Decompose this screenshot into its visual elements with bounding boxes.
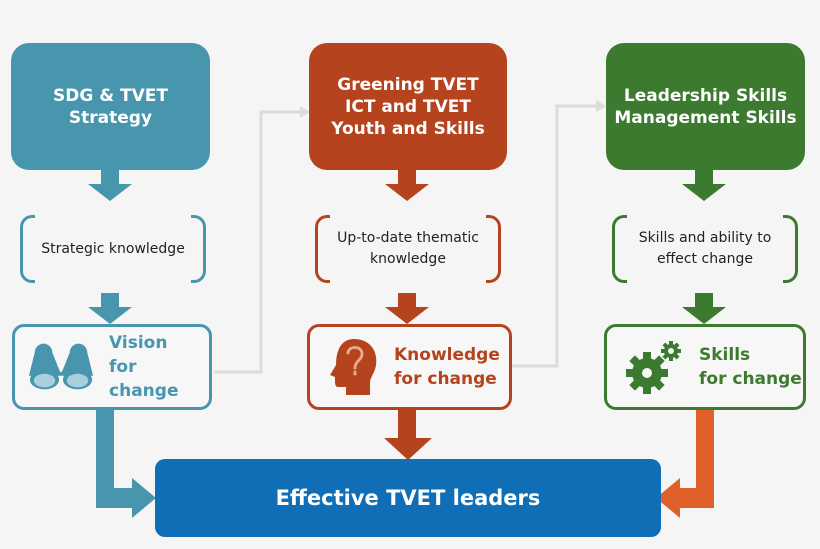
top-box-line: SDG & TVET	[53, 85, 168, 106]
bracket-text: Skills and ability to	[638, 230, 772, 246]
bracket-thematic-knowledge: Up-to-date thematic knowledge	[315, 215, 501, 283]
bracket-text: Up-to-date thematic	[337, 230, 479, 246]
connector-vision-to-thematic	[214, 110, 302, 374]
down-arrow-icon	[385, 293, 429, 324]
top-box-line: Greening TVET	[337, 74, 479, 95]
top-box-line: Youth and Skills	[331, 118, 485, 139]
bracket-text: effect change	[656, 251, 754, 267]
outcome-line: Knowledge	[394, 345, 500, 365]
outcome-line: for change	[109, 357, 179, 401]
elbow-arrow-icon	[96, 410, 156, 518]
binoculars-icon	[28, 343, 94, 390]
left-bracket	[20, 215, 35, 283]
top-box-leadership: Leadership Skills Management Skills	[606, 43, 805, 170]
outcome-label: Vision for change	[109, 331, 209, 403]
outcome-line: Skills	[699, 345, 751, 365]
outcome-box-knowledge: Knowledge for change	[307, 324, 512, 410]
left-bracket	[315, 215, 330, 283]
top-box-line: Strategy	[68, 107, 153, 128]
outcome-label: Skills for change	[699, 343, 802, 391]
top-box-thematic: Greening TVET ICT and TVET Youth and Ski…	[309, 43, 507, 170]
head-question-icon	[330, 339, 377, 395]
right-bracket	[783, 215, 798, 283]
right-bracket	[191, 215, 206, 283]
down-arrow-icon	[385, 170, 429, 201]
final-label: Effective TVET leaders	[275, 486, 541, 510]
bracket-text: Strategic knowledge	[41, 240, 185, 257]
down-arrow-icon	[384, 410, 432, 460]
connector-knowledge-to-skills	[512, 104, 598, 368]
gears-icon	[626, 341, 681, 394]
connector-arrowhead	[596, 100, 606, 112]
down-arrow-icon	[682, 293, 726, 324]
connector-arrowhead	[300, 106, 310, 118]
outcome-line: for change	[699, 369, 802, 389]
outcome-box-skills: Skills for change	[604, 324, 806, 410]
bracket-strategic-knowledge: Strategic knowledge	[20, 215, 206, 283]
down-arrow-icon	[88, 170, 132, 201]
bracket-text: knowledge	[370, 251, 446, 267]
top-box-line: Management Skills	[614, 107, 797, 128]
outcome-box-vision: Vision for change	[12, 324, 212, 410]
final-box-effective-leaders: Effective TVET leaders	[155, 459, 661, 537]
down-arrow-icon	[682, 170, 726, 201]
outcome-line: for change	[394, 369, 497, 389]
right-bracket	[486, 215, 501, 283]
outcome-label: Knowledge for change	[394, 343, 500, 391]
elbow-arrow-icon	[656, 410, 714, 518]
down-arrow-icon	[88, 293, 132, 324]
bracket-skills-ability: Skills and ability to effect change	[612, 215, 798, 283]
left-bracket	[612, 215, 627, 283]
outcome-line: Vision	[109, 333, 168, 353]
top-box-sdg-strategy: SDG & TVET Strategy	[11, 43, 210, 170]
top-box-line: Leadership Skills	[623, 85, 788, 106]
top-box-line: ICT and TVET	[345, 96, 471, 117]
